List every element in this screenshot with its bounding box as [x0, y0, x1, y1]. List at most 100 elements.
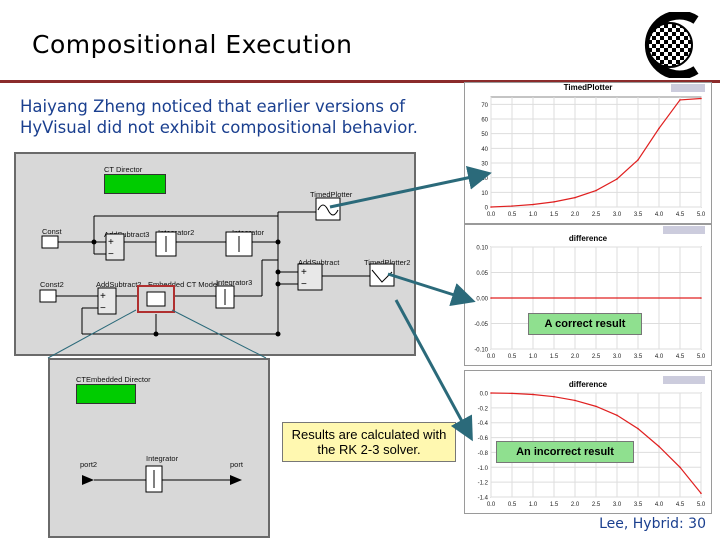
y-tick-label: -1.0	[478, 466, 489, 472]
x-tick-label: 4.5	[676, 354, 685, 360]
data-point	[490, 297, 492, 299]
y-tick-label: -0.10	[474, 348, 488, 354]
ct-embedded-director-label: CTEmbedded Director	[76, 375, 151, 384]
add-subtract3-label: AddSubtract3	[104, 230, 150, 239]
ct-embedded-director-block[interactable]	[76, 384, 136, 404]
submodel-wiring	[82, 465, 242, 493]
data-point	[679, 99, 681, 101]
correct-result-note: A correct result	[528, 313, 642, 335]
data-point	[511, 392, 513, 395]
data-point	[700, 97, 702, 100]
x-tick-label: 0.0	[487, 354, 496, 360]
x-tick-label: 2.0	[571, 212, 580, 218]
y-tick-label: -1.4	[478, 496, 489, 502]
data-point	[679, 466, 681, 469]
y-tick-label: -0.05	[474, 322, 488, 328]
data-point	[595, 405, 597, 408]
y-tick-label: 0.0	[480, 392, 489, 398]
timed-plotter2-label: TimedPlotter2	[364, 258, 411, 267]
x-tick-label: 1.0	[529, 212, 538, 218]
const-label: Const	[42, 227, 62, 236]
title-divider	[0, 80, 720, 83]
data-point	[490, 392, 492, 394]
arrow-to-middle-plot	[387, 272, 476, 306]
port-label: port	[230, 460, 243, 469]
x-tick-label: 3.0	[613, 502, 622, 508]
x-tick-label: 1.5	[550, 502, 559, 508]
data-point	[490, 206, 492, 208]
chess-logo-icon	[644, 12, 699, 78]
x-tick-label: 1.0	[529, 354, 538, 360]
data-point	[658, 445, 660, 448]
svg-text:+: +	[100, 291, 106, 302]
plot-top-toolbar[interactable]	[671, 84, 705, 92]
data-point	[595, 189, 597, 192]
data-point	[637, 427, 639, 430]
plot-bottom-toolbar[interactable]	[663, 376, 705, 384]
integrator3-label: Integrator3	[216, 278, 253, 287]
y-tick-label: -0.4	[478, 421, 489, 427]
x-tick-label: 0.0	[487, 502, 496, 508]
slide-title: Compositional Execution	[32, 30, 353, 59]
port2-label: port2	[80, 460, 98, 469]
svg-text:−: −	[108, 249, 114, 260]
add-subtract-label: AddSubtract	[298, 258, 340, 267]
plot-title-bottom: difference	[568, 380, 608, 389]
x-tick-label: 3.5	[634, 212, 643, 218]
y-tick-label: 0.00	[476, 297, 488, 303]
y-tick-label: 0.10	[476, 246, 488, 252]
plot-middle-toolbar[interactable]	[663, 226, 705, 234]
data-point	[574, 399, 576, 402]
x-tick-label: 3.5	[634, 502, 643, 508]
y-tick-label: 40	[481, 147, 488, 153]
y-tick-label: 30	[481, 162, 488, 168]
sub-integrator-label: Integrator	[146, 454, 179, 463]
data-point	[700, 297, 702, 299]
x-tick-label: 5.0	[697, 502, 706, 508]
x-tick-label: 2.5	[592, 502, 601, 508]
x-tick-label: 2.0	[571, 502, 580, 508]
ct-director-label: CT Director	[104, 165, 143, 174]
x-tick-label: 3.5	[634, 354, 643, 360]
x-tick-label: 0.5	[508, 502, 517, 508]
data-point	[532, 203, 534, 206]
intro-text: Haiyang Zheng noticed that earlier versi…	[20, 96, 418, 138]
x-tick-label: 5.0	[697, 212, 706, 218]
x-tick-label: 3.0	[613, 212, 622, 218]
model-panel: CT Director TimedPlotter Const 1 AddSubt…	[14, 152, 416, 356]
x-tick-label: 0.0	[487, 212, 496, 218]
x-tick-label: 1.0	[529, 502, 538, 508]
arrow-to-top-plot	[329, 165, 492, 209]
y-tick-label: -0.6	[478, 436, 489, 442]
timed-plotter-label: TimedPlotter	[310, 190, 353, 199]
add-subtract2-label: AddSubtract2	[96, 280, 142, 289]
y-tick-label: -0.8	[478, 451, 489, 457]
svg-text:−: −	[301, 279, 307, 290]
plot-title-middle: difference	[568, 234, 608, 243]
incorrect-result-note: An incorrect result	[496, 441, 634, 463]
const2-label: Const2	[40, 280, 64, 289]
data-point	[511, 205, 513, 207]
x-tick-label: 4.0	[655, 502, 664, 508]
x-tick-label: 4.0	[655, 212, 664, 218]
ct-director-block[interactable]	[104, 174, 166, 194]
data-point	[553, 201, 555, 203]
data-point	[553, 395, 555, 398]
x-tick-label: 1.5	[550, 354, 559, 360]
svg-text:−: −	[100, 303, 106, 314]
data-point	[574, 196, 576, 199]
x-tick-label: 2.5	[592, 354, 601, 360]
x-tick-label: 4.0	[655, 354, 664, 360]
x-tick-label: 0.5	[508, 354, 517, 360]
x-tick-label: 2.0	[571, 354, 580, 360]
intro-line-2: HyVisual did not exhibit compositional b…	[20, 118, 418, 137]
y-tick-label: -1.2	[478, 481, 489, 487]
x-tick-label: 4.5	[676, 212, 685, 218]
data-point	[658, 127, 660, 130]
